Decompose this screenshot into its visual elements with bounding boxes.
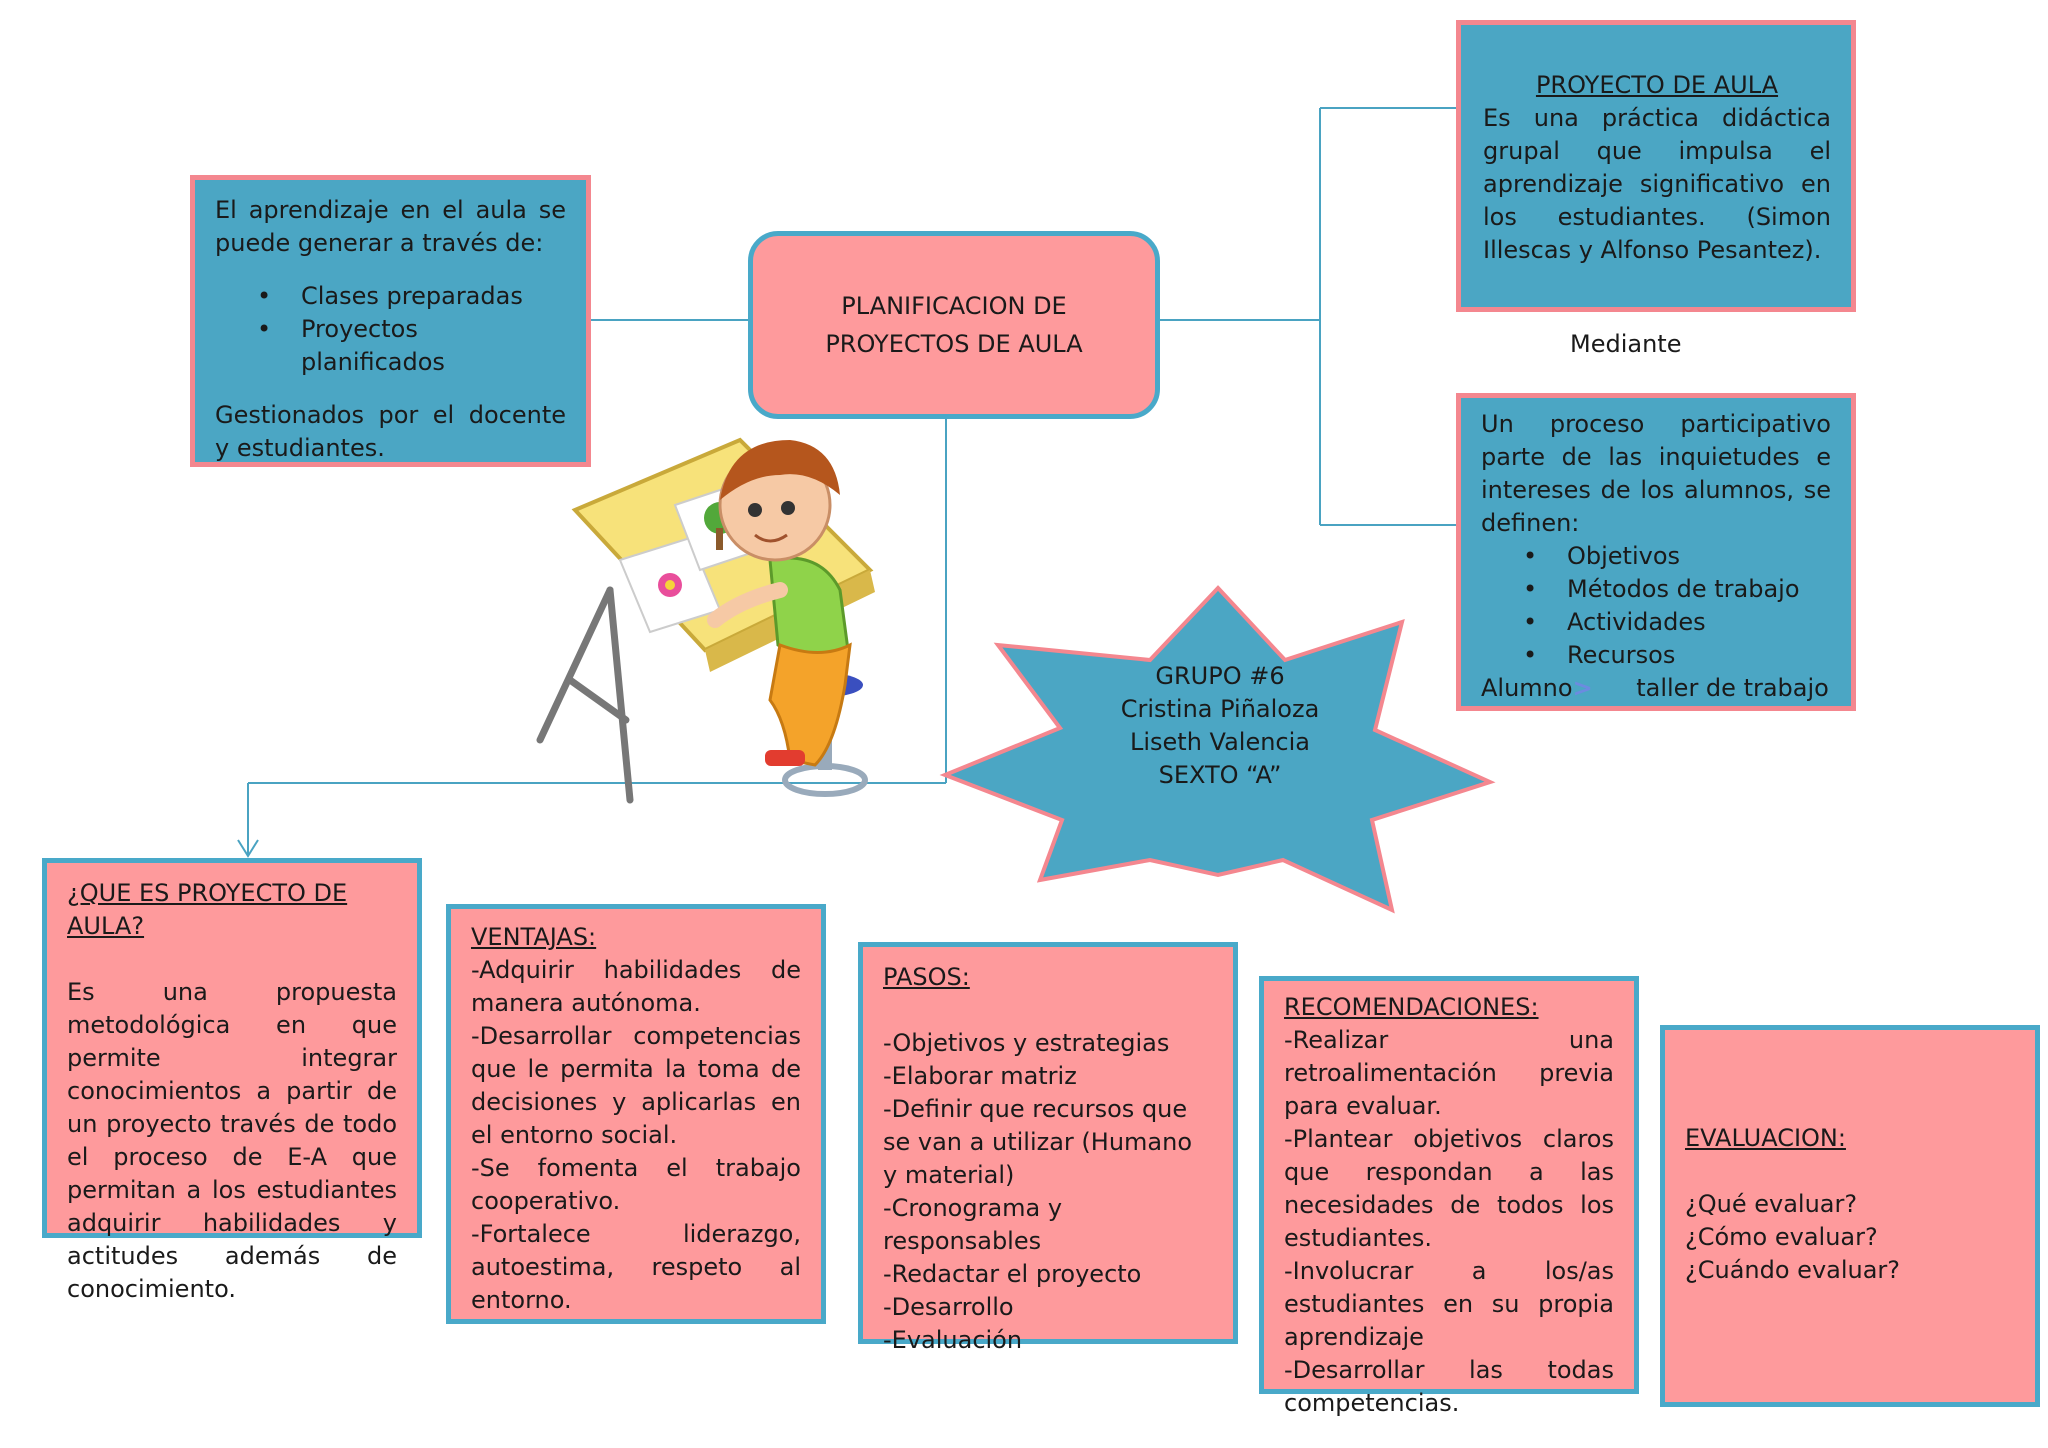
group-line: Liseth Valencia (1129, 728, 1311, 756)
ventajas-item: -Fortalece liderazgo, autoestima, respet… (471, 1220, 801, 1314)
recomendaciones-item: -Involucrar a los/as estudiantes en su p… (1284, 1257, 1614, 1351)
ventajas-item: -Desarrollar competencias que le permita… (471, 1022, 801, 1149)
pasos-item: -Definir que recursos que se van a utili… (883, 1095, 1193, 1189)
recomendaciones-heading: RECOMENDACIONES: (1284, 993, 1539, 1021)
pasos-item: -Redactar el proyecto (883, 1260, 1142, 1288)
pasos-item: -Desarrollo (883, 1293, 1014, 1321)
que-es-box: ¿QUE ES PROYECTO DE AULA? Es una propues… (42, 858, 422, 1303)
group-line: Cristina Piñaloza (1120, 695, 1320, 723)
group-line: SEXTO “A” (1158, 761, 1282, 789)
proyecto-aula-box: PROYECTO DE AULA Es una práctica didácti… (1456, 20, 1856, 312)
list-item: Actividades (1481, 606, 1831, 639)
pasos-item: -Objetivos y estrategias (883, 1029, 1170, 1057)
evaluacion-box: EVALUACION: ¿Qué evaluar? ¿Cómo evaluar?… (1660, 1025, 2040, 1407)
list-item: Métodos de trabajo (1481, 573, 1831, 606)
mediante-label: Mediante (1570, 330, 1682, 358)
list-item: Proyectos planificados (215, 313, 566, 379)
pasos-item: -Evaluación (883, 1326, 1023, 1354)
recomendaciones-item: -Desarrollar las todas competencias. (1284, 1356, 1614, 1417)
proyecto-aula-heading: PROYECTO DE AULA (1535, 71, 1779, 99)
central-title: PLANIFICACION DE PROYECTOS DE AULA (825, 292, 1083, 358)
list-item: Objetivos (1481, 540, 1831, 573)
ventajas-heading: VENTAJAS: (471, 923, 597, 951)
group-info: GRUPO #6 Cristina Piñaloza Liseth Valenc… (1060, 660, 1380, 792)
aprendizaje-list: Clases preparadas Proyectos planificados (215, 280, 566, 379)
evaluacion-question: ¿Cómo evaluar? (1685, 1223, 1878, 1251)
aprendizaje-box: El aprendizaje en el aula se puede gener… (190, 175, 591, 467)
group-line: GRUPO #6 (1155, 662, 1285, 690)
recomendaciones-box: RECOMENDACIONES: -Realizar una retroalim… (1259, 976, 1639, 1417)
evaluacion-heading: EVALUACION: (1685, 1124, 1846, 1152)
aprendizaje-intro: El aprendizaje en el aula se puede gener… (215, 196, 566, 257)
recomendaciones-item: -Plantear objetivos claros que respondan… (1284, 1125, 1614, 1252)
recomendaciones-item: -Realizar una retroalimentación previa p… (1284, 1026, 1614, 1120)
pasos-box: PASOS: -Objetivos y estrategias -Elabora… (858, 942, 1238, 1354)
pasos-list: -Objetivos y estrategias -Elaborar matri… (883, 1027, 1213, 1357)
alumno-label: Alumno (1481, 674, 1573, 702)
central-topic: PLANIFICACION DE PROYECTOS DE AULA (748, 231, 1160, 419)
aprendizaje-closing: Gestionados por el docente y estudiantes… (215, 401, 566, 462)
pasos-item: -Cronograma y responsables (883, 1194, 1063, 1255)
child-drawing-icon (536, 437, 875, 804)
ventajas-item: -Adquirir habilidades de manera autónoma… (471, 956, 801, 1017)
arrow-right-icon: > (1572, 674, 1593, 702)
proceso-box: Un proceso participativo parte de las in… (1456, 393, 1856, 711)
evaluacion-question: ¿Cuándo evaluar? (1685, 1256, 1901, 1284)
que-es-body: Es una propuesta metodológica en que per… (67, 978, 397, 1303)
proyecto-aula-body: Es una práctica didáctica grupal que imp… (1483, 104, 1831, 264)
que-es-heading: ¿QUE ES PROYECTO DE AULA? (67, 879, 348, 940)
evaluacion-question: ¿Qué evaluar? (1685, 1190, 1858, 1218)
evaluacion-questions: ¿Qué evaluar? ¿Cómo evaluar? ¿Cuándo eva… (1685, 1188, 2015, 1287)
pasos-heading: PASOS: (883, 963, 970, 991)
ventajas-box: VENTAJAS: -Adquirir habilidades de maner… (446, 904, 826, 1324)
ventajas-item: -Se fomenta el trabajo cooperativo. (471, 1154, 801, 1215)
list-item: Clases preparadas (215, 280, 566, 313)
list-item: Recursos (1481, 639, 1831, 672)
proceso-footer: Alumno> taller de trabajo cooperativo y … (1481, 672, 1831, 706)
proceso-list: Objetivos Métodos de trabajo Actividades… (1481, 540, 1831, 672)
proceso-intro: Un proceso participativo parte de las in… (1481, 410, 1831, 537)
pasos-item: -Elaborar matriz (883, 1062, 1077, 1090)
footer-text: taller de trabajo cooperativo y de apren… (1636, 674, 1829, 702)
